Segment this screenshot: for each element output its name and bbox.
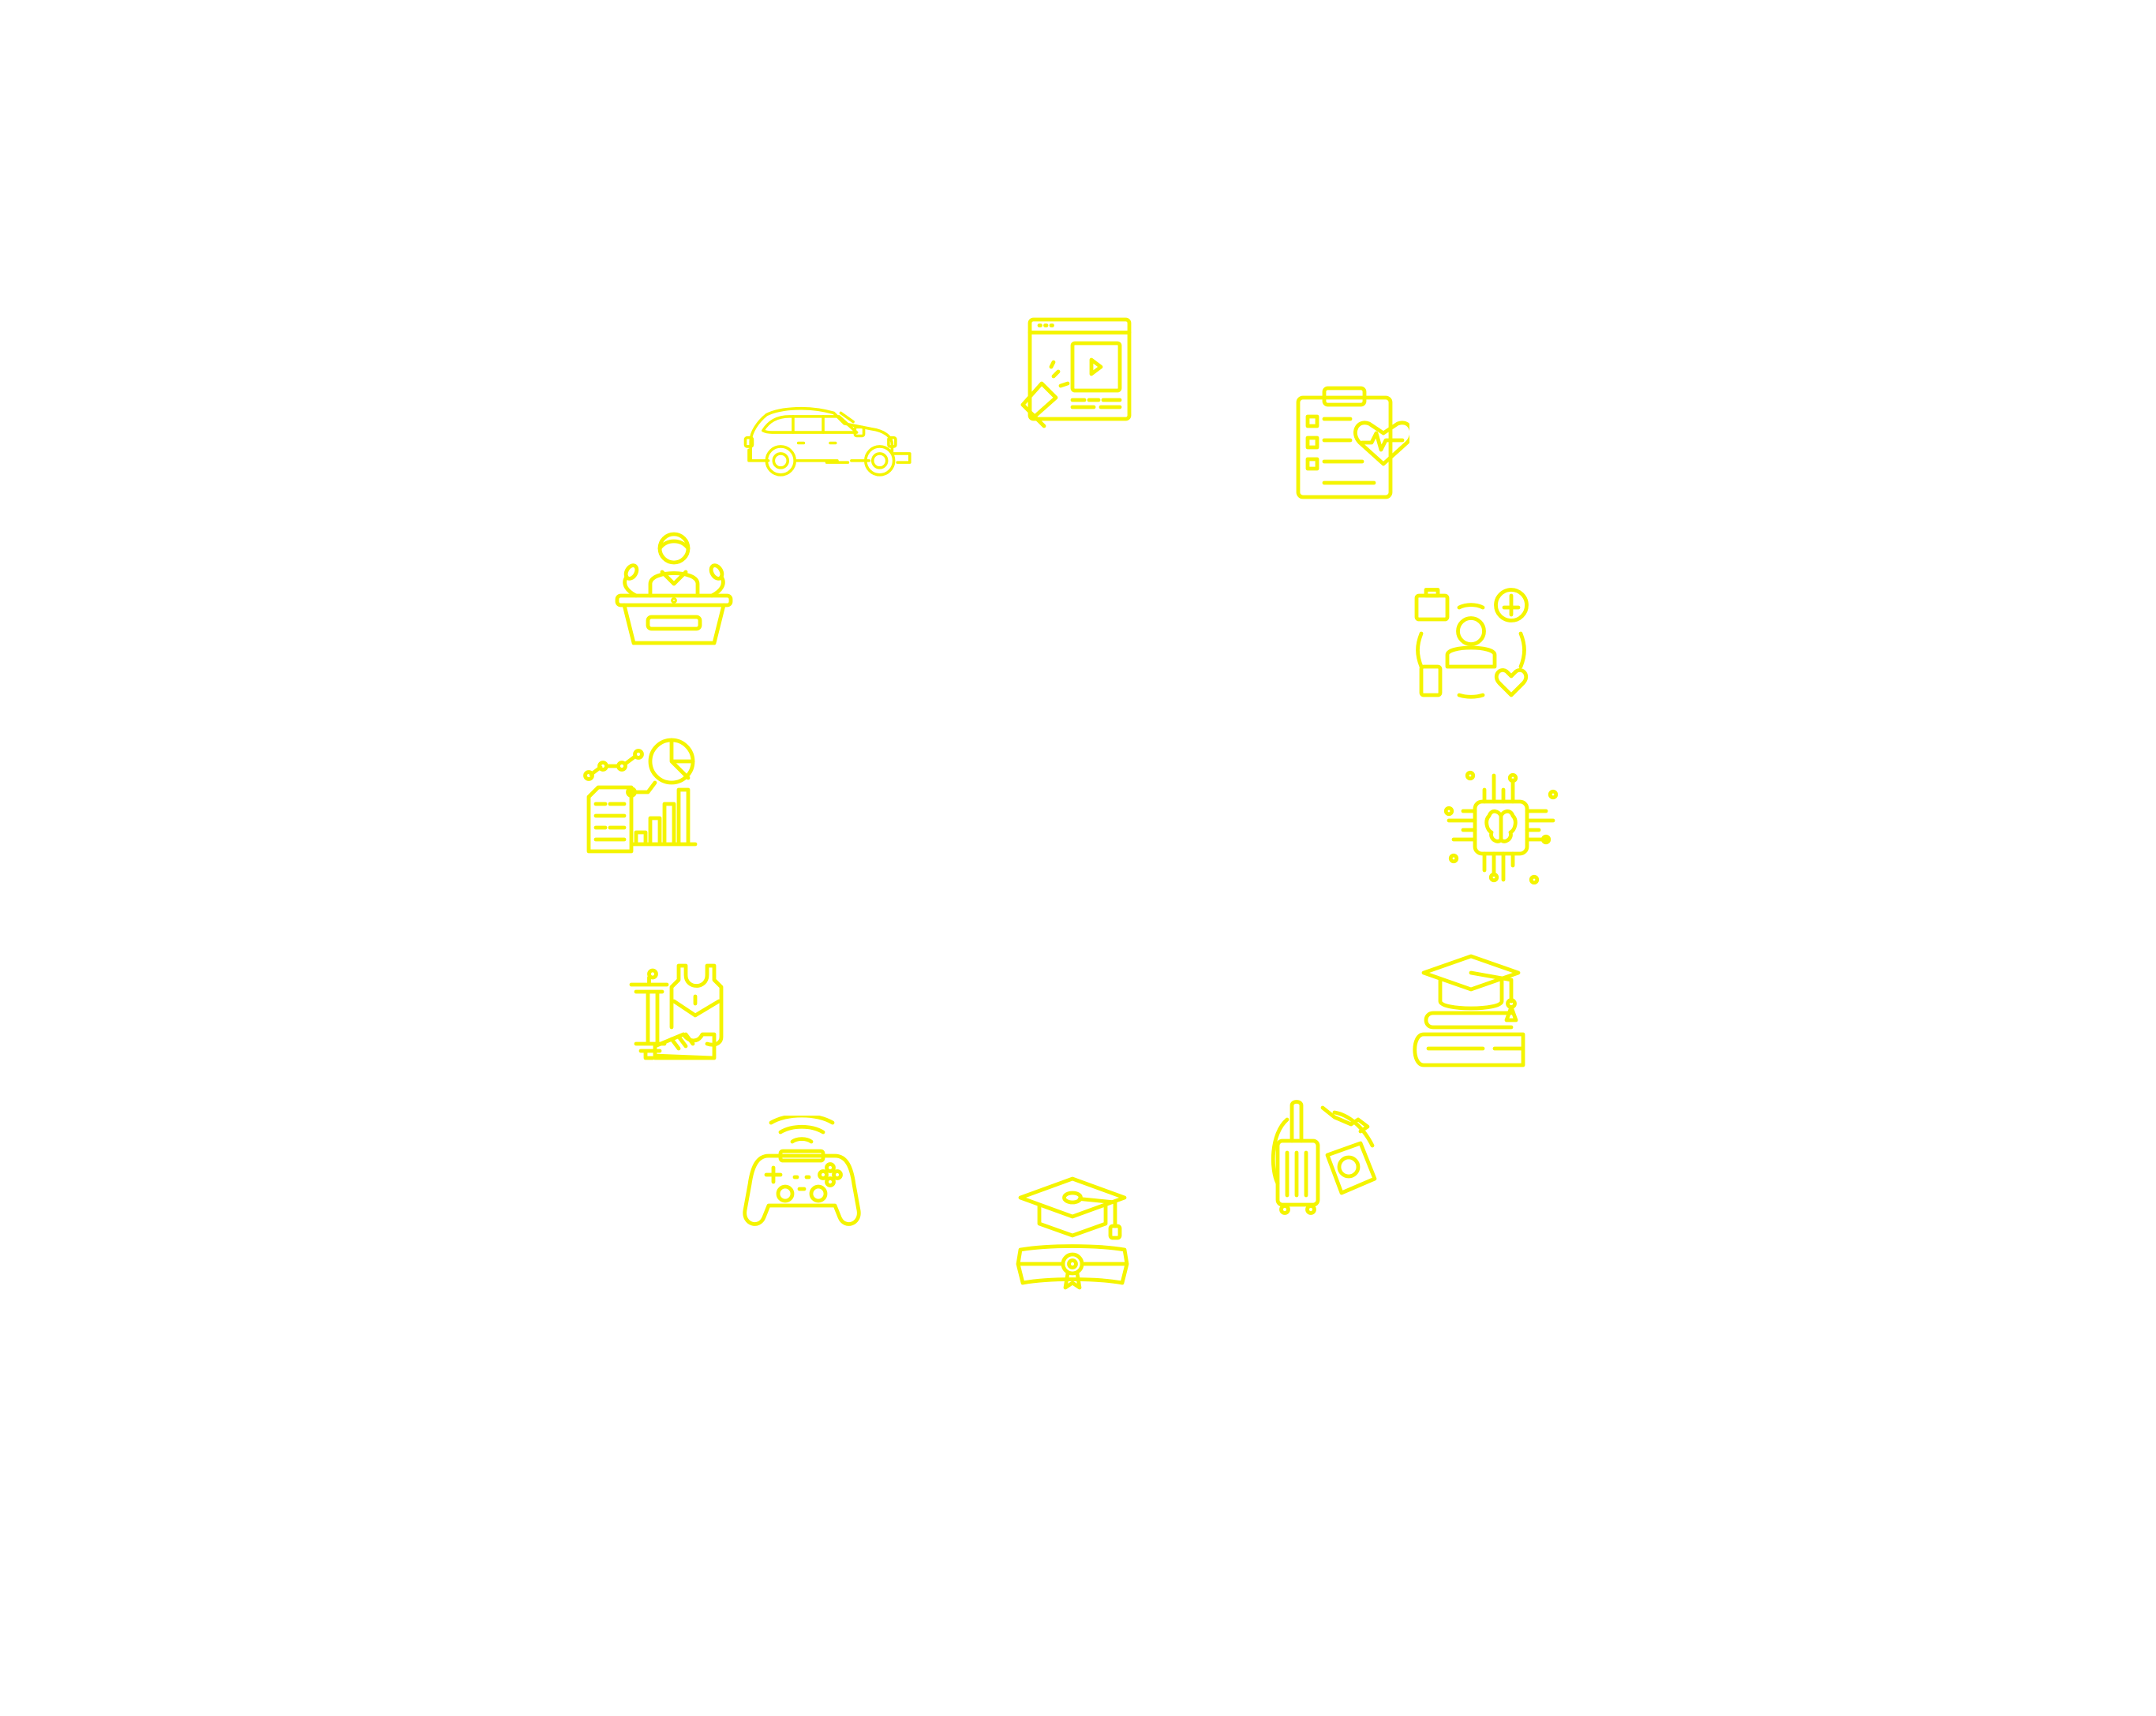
lifestyle-icon bbox=[1412, 584, 1530, 702]
graduation-diploma-icon bbox=[1013, 1174, 1132, 1292]
education-books-icon bbox=[1412, 954, 1530, 1072]
automotive-car-icon bbox=[742, 395, 919, 484]
fitness-sports-icon bbox=[624, 961, 743, 1079]
artificial-intelligence-chip-icon bbox=[1442, 768, 1560, 887]
travel-luggage-passport-icon bbox=[1263, 1098, 1382, 1217]
finance-analytics-icon bbox=[582, 738, 700, 856]
gaming-controller-icon bbox=[743, 1113, 861, 1234]
video-marketing-icon bbox=[1016, 315, 1134, 433]
politics-speaker-podium-icon bbox=[615, 532, 733, 650]
health-checklist-icon bbox=[1291, 383, 1413, 502]
